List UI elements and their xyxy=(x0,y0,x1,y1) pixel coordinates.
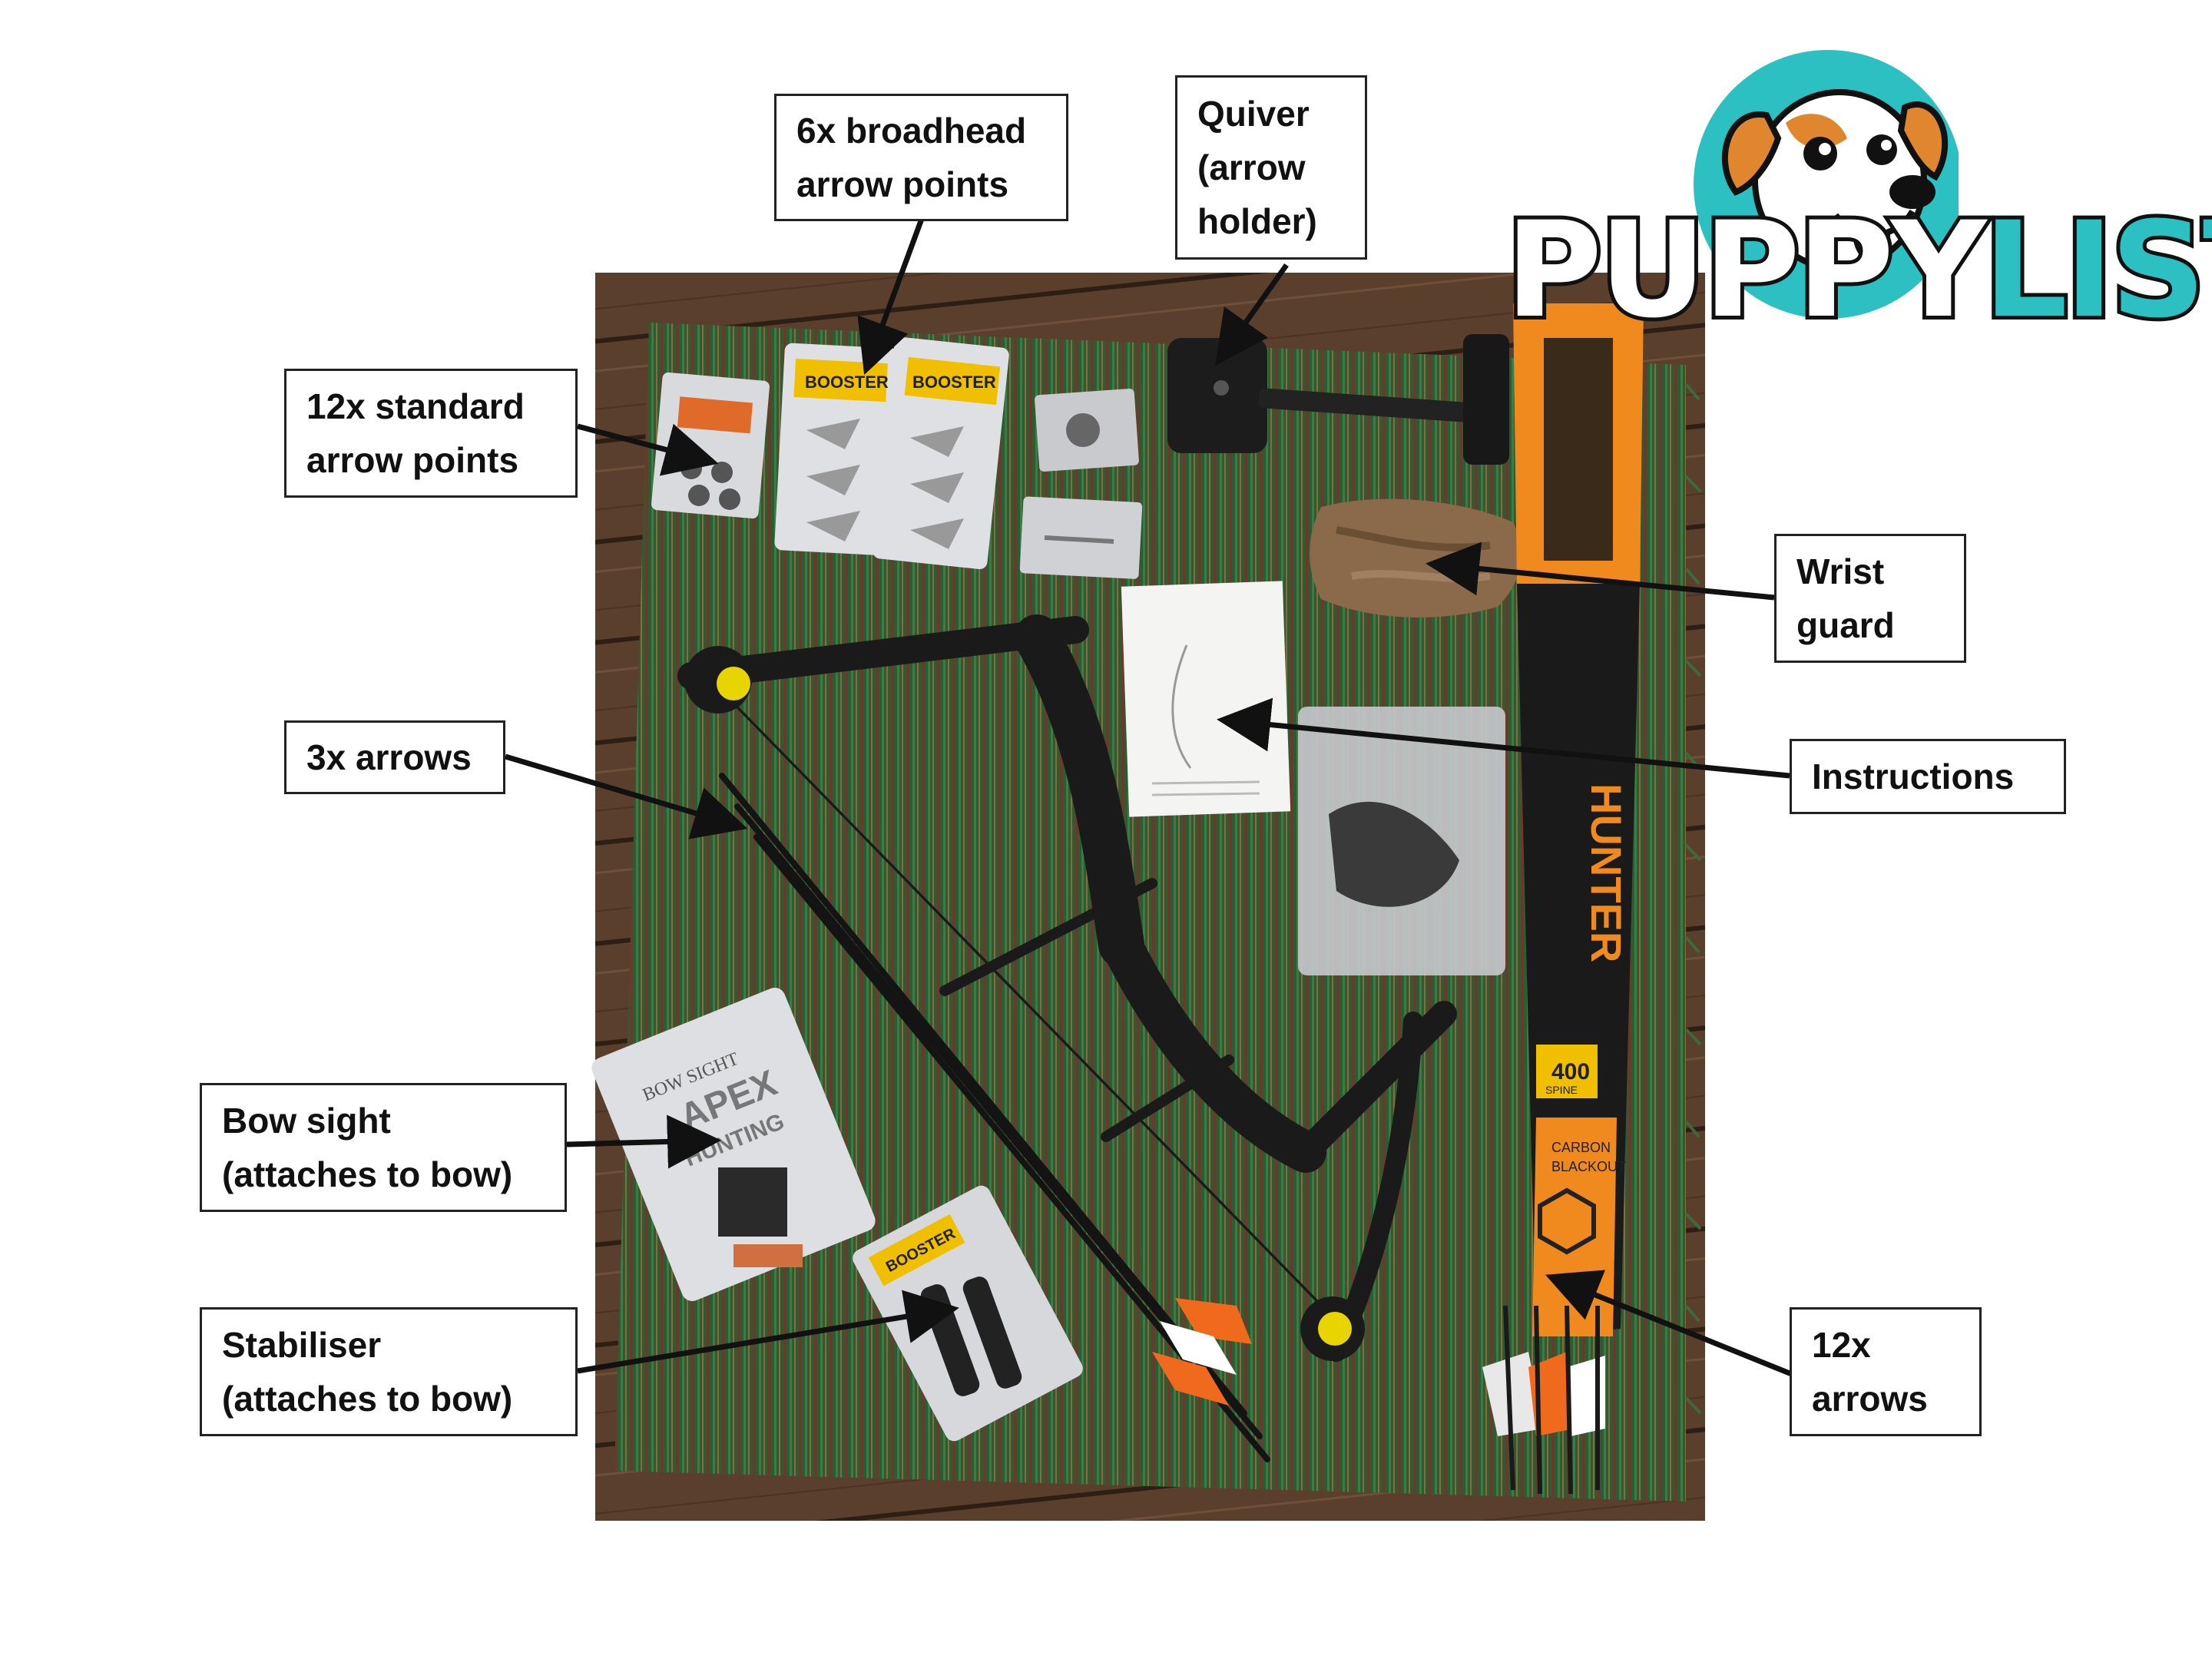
logo-part-list: LIST xyxy=(1979,193,2212,347)
quiver xyxy=(1167,334,1509,465)
standard-points-pack xyxy=(651,372,770,519)
svg-text:400: 400 xyxy=(1551,1059,1590,1084)
label-instructions: Instructions xyxy=(1790,739,2066,814)
label-stabiliser: Stabiliser (attaches to bow) xyxy=(200,1307,578,1436)
label-standard-points: 12x standard arrow points xyxy=(284,369,578,498)
puppylist-logo-text: PUPPYLIST xyxy=(1502,197,2212,343)
rug-fringe xyxy=(1684,382,1702,1415)
label-text: 6x broadhead arrow points xyxy=(796,111,1027,204)
svg-text:CARBON: CARBON xyxy=(1551,1140,1611,1155)
broadhead-pack-2: BOOSTER xyxy=(873,336,1009,570)
label-bow-sight: Bow sight (attaches to bow) xyxy=(200,1083,567,1212)
svg-text:BOOSTER: BOOSTER xyxy=(805,373,889,392)
label-quiver: Quiver (arrow holder) xyxy=(1175,75,1367,260)
svg-text:BLACKOUT: BLACKOUT xyxy=(1551,1159,1626,1174)
label-text: Quiver (arrow holder) xyxy=(1197,94,1317,241)
label-text: 3x arrows xyxy=(306,737,472,777)
label-text: Wrist guard xyxy=(1796,551,1895,645)
svg-text:HUNTER: HUNTER xyxy=(1582,783,1631,962)
arrow-box: HUNTER 400 SPINE CARBON BLACKOUT xyxy=(1513,303,1644,1336)
instructions-sheet xyxy=(1121,581,1291,817)
broadhead-pack-1: BOOSTER xyxy=(774,343,900,556)
bow-sight-pack: BOW SIGHT APEX HUNTING xyxy=(591,988,876,1301)
label-twelve-arrows: 12x arrows xyxy=(1790,1307,1982,1436)
wrist-guard xyxy=(1310,498,1522,618)
logo-part-puppy: PUPPY xyxy=(1502,193,1990,347)
svg-text:BOOSTER: BOOSTER xyxy=(912,373,996,392)
label-text: 12x standard arrow points xyxy=(306,386,525,480)
label-text: Stabiliser (attaches to bow) xyxy=(222,1325,513,1419)
label-wrist-guard: Wrist guard xyxy=(1774,534,1966,663)
label-text: Instructions xyxy=(1812,757,2015,796)
label-text: 12x arrows xyxy=(1812,1325,1928,1419)
label-three-arrows: 3x arrows xyxy=(284,720,505,794)
puppylist-logo-dog-icon xyxy=(1694,50,1959,319)
label-text: Bow sight (attaches to bow) xyxy=(222,1101,513,1194)
label-broadhead-points: 6x broadhead arrow points xyxy=(774,94,1068,221)
svg-text:SPINE: SPINE xyxy=(1545,1084,1578,1096)
